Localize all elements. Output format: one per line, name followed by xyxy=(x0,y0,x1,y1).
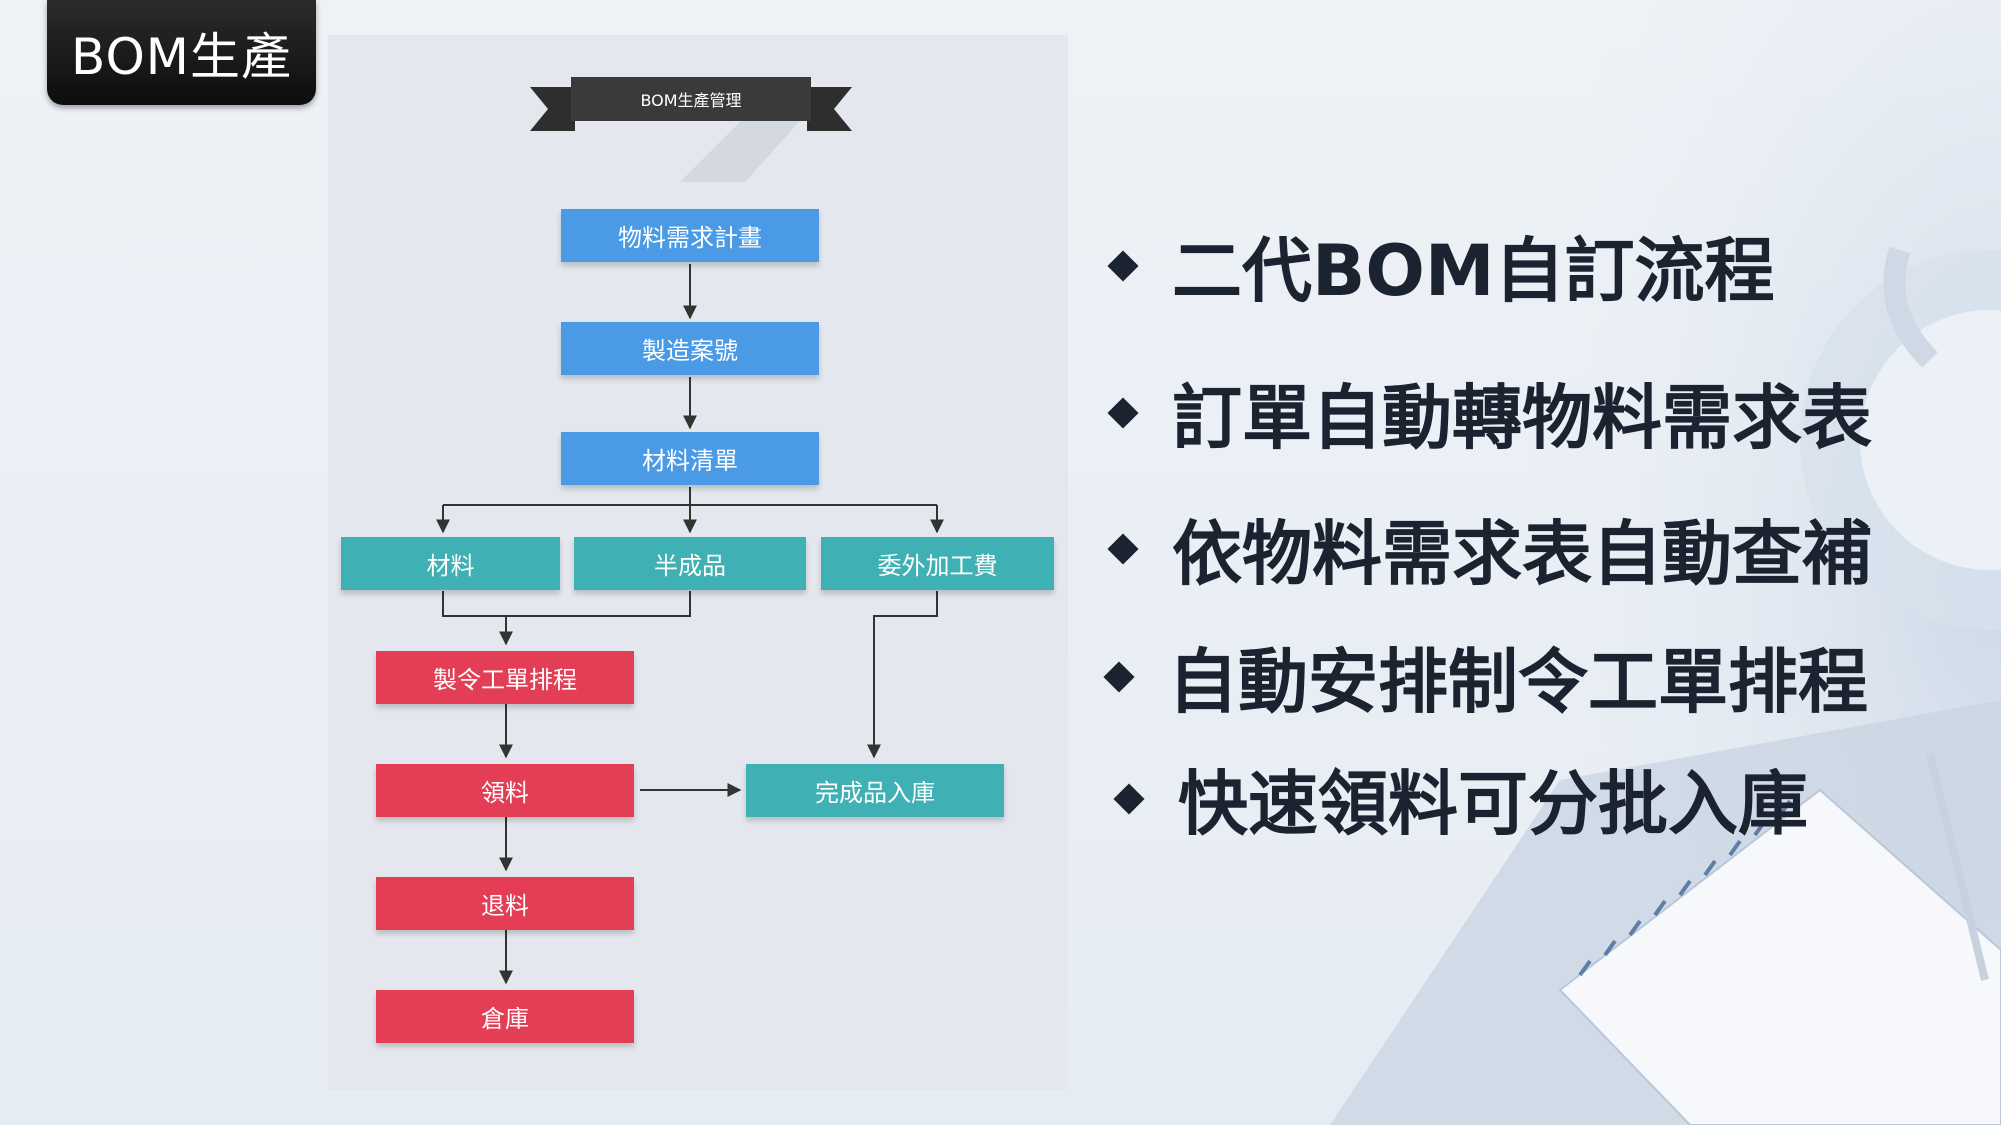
banner-shadow xyxy=(680,121,800,182)
node-bill-of-materials: 材料清單 xyxy=(561,432,819,485)
node-outsource-fee: 委外加工費 xyxy=(821,537,1054,590)
arrow-outsource-to-finished xyxy=(867,591,938,759)
notebook-shape xyxy=(1558,788,2001,1125)
node-warehouse: 倉庫 xyxy=(376,990,634,1043)
bullet-item: 二代BOM自訂流程 xyxy=(1107,215,1775,316)
banner-ribbon-left xyxy=(530,87,575,131)
banner-ribbon-right xyxy=(807,87,852,131)
bullet-text: 依物料需求表自動查補 xyxy=(1172,513,1872,595)
bullet-item: 依物料需求表自動查補 xyxy=(1107,498,1872,599)
cup-handle-shape xyxy=(1883,246,1938,368)
diamond-bullet-icon xyxy=(1103,660,1135,693)
bullet-text: 訂單自動轉物料需求表 xyxy=(1172,377,1872,459)
diamond-bullet-icon xyxy=(1107,396,1139,429)
node-work-order-schedule: 製令工單排程 xyxy=(376,651,634,704)
node-job-number: 製造案號 xyxy=(561,322,819,375)
notebook-spiral-shape xyxy=(1578,799,1792,977)
merge-line xyxy=(442,591,691,617)
slide-title-tab: BOM生產 xyxy=(47,0,316,105)
bullet-item: 自動安排制令工單排程 xyxy=(1103,626,1868,727)
bullet-text: 自動安排制令工單排程 xyxy=(1168,641,1868,723)
node-material-return: 退料 xyxy=(376,877,634,930)
node-finished-goods-in: 完成品入庫 xyxy=(746,764,1004,817)
slide-title: BOM生產 xyxy=(71,27,292,86)
node-material: 材料 xyxy=(341,537,560,590)
bullet-item: 快速領料可分批入庫 xyxy=(1113,748,1808,849)
pencil-shape xyxy=(1926,754,1989,981)
node-material-requirement-plan: 物料需求計畫 xyxy=(561,209,819,262)
bullet-text: 二代BOM自訂流程 xyxy=(1172,230,1775,312)
banner-body xyxy=(571,77,811,121)
diamond-bullet-icon xyxy=(1113,782,1145,815)
node-semi-finished: 半成品 xyxy=(574,537,806,590)
cup-shape xyxy=(1860,310,2001,570)
node-material-pick: 領料 xyxy=(376,764,634,817)
diamond-bullet-icon xyxy=(1107,532,1139,565)
diamond-bullet-icon xyxy=(1107,249,1139,282)
bullet-item: 訂單自動轉物料需求表 xyxy=(1107,362,1872,463)
bullet-text: 快速領料可分批入庫 xyxy=(1178,763,1808,845)
diagram-banner: BOM生產管理 xyxy=(640,91,742,110)
